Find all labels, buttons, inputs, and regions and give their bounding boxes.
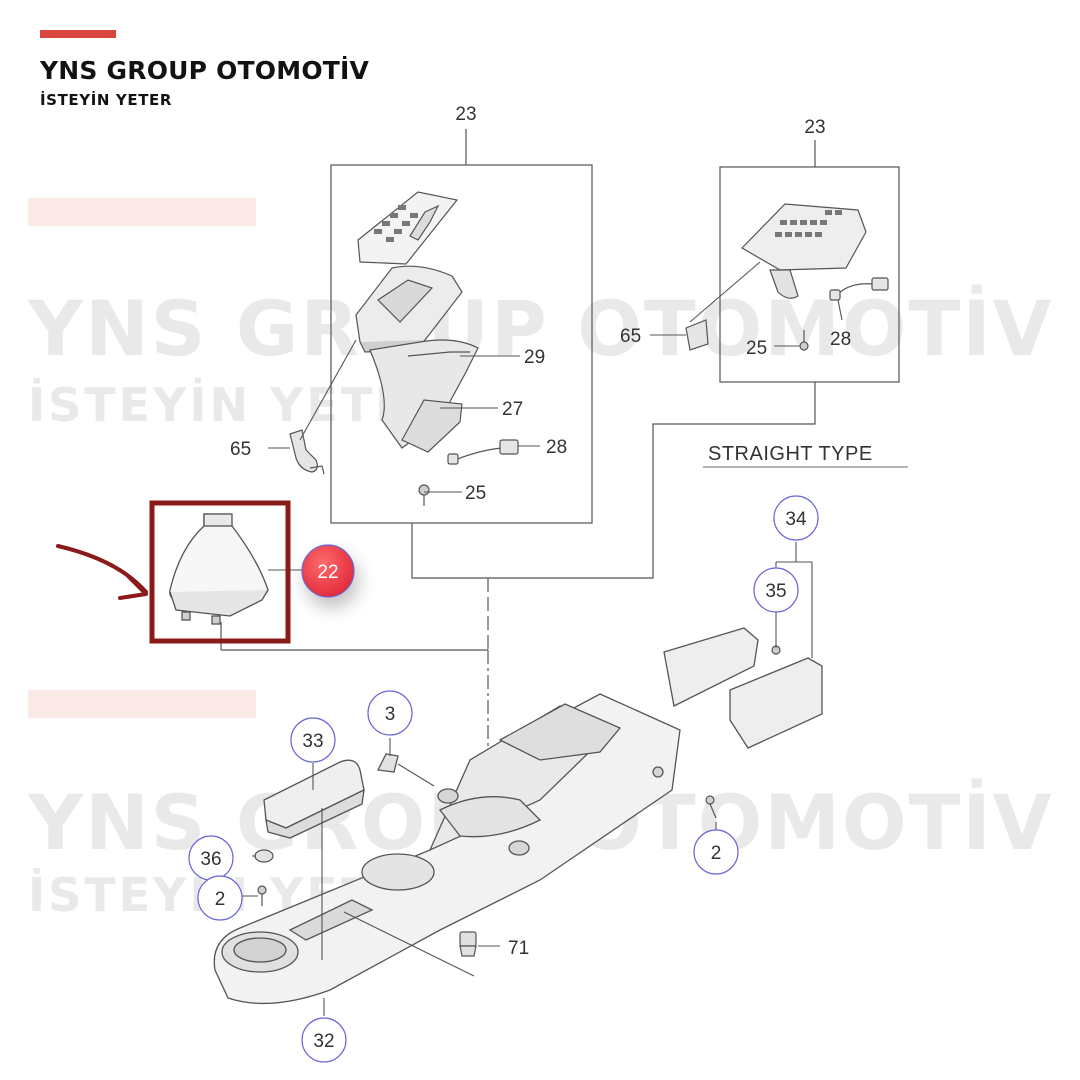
- callout-2-left: 2: [215, 889, 226, 910]
- callout-2-right-circle: [693, 829, 739, 875]
- lever-bezel: [401, 399, 463, 453]
- callout-35: 35: [765, 581, 786, 602]
- callout-71: 71: [508, 938, 529, 959]
- watermark-bar: [28, 198, 256, 226]
- callout-3-circle: [367, 690, 413, 736]
- callout-23-right: 23: [804, 117, 825, 138]
- callout-27: 27: [502, 399, 523, 420]
- callout-2-left-circle: [197, 875, 243, 921]
- console-clip: [377, 753, 399, 773]
- gear-shift-boot: [169, 513, 269, 625]
- highlight-box: [149, 500, 291, 644]
- brand-title: YNS GROUP OTOMOTİV: [40, 56, 370, 85]
- callout-28-left: 28: [546, 437, 567, 458]
- callout-35-circle: [753, 567, 799, 613]
- callout-28-right: 28: [830, 329, 851, 350]
- callout-23-left: 23: [455, 104, 476, 125]
- callout-29: 29: [524, 347, 545, 368]
- straight-type-frame: [719, 166, 900, 383]
- callout-32-circle: [301, 1017, 347, 1063]
- watermark-subtitle: İSTEYİN YETER: [28, 378, 448, 432]
- watermark-title: YNS GROUP OTOMOTİV: [28, 284, 1054, 373]
- straight-shift-plate: [741, 203, 867, 299]
- brand-subtitle: İSTEYİN YETER: [40, 91, 173, 109]
- harness-connector-left: [447, 439, 519, 465]
- console-side-cover: [663, 627, 823, 749]
- shift-lever-housing: [355, 265, 463, 353]
- callout-33: 33: [302, 731, 323, 752]
- automatic-type-frame: [330, 164, 593, 524]
- armrest-lid: [263, 759, 365, 839]
- shift-indicator-plate: [357, 191, 459, 265]
- callout-36: 36: [200, 849, 221, 870]
- callout-34-circle: [773, 495, 819, 541]
- callout-25-left: 25: [465, 483, 486, 504]
- callout-65-right: 65: [620, 326, 641, 347]
- plug-cap: [254, 849, 274, 863]
- callout-65-left: 65: [230, 439, 251, 460]
- screw-right: [799, 330, 809, 351]
- callout-3: 3: [385, 704, 396, 725]
- callout-22: 22: [301, 544, 355, 598]
- callout-2-right: 2: [711, 843, 722, 864]
- callout-33-circle: [290, 717, 336, 763]
- power-socket: [459, 931, 477, 957]
- bulb-socket-right: [685, 319, 709, 351]
- bulb-socket-left: [289, 429, 325, 475]
- callout-25-right: 25: [746, 338, 767, 359]
- harness-connector-right: [829, 277, 889, 301]
- section-title: STRAIGHT TYPE: [708, 443, 873, 465]
- watermark-bar: [28, 690, 256, 718]
- pointer-arrow-icon: [56, 544, 148, 600]
- brand-accent-bar: [40, 30, 116, 38]
- callout-22-label: 22: [317, 562, 338, 583]
- floor-console: [213, 693, 681, 1005]
- callout-32: 32: [313, 1031, 334, 1052]
- console-screw: [257, 645, 781, 906]
- callout-34: 34: [785, 509, 807, 530]
- screw-left: [418, 484, 430, 506]
